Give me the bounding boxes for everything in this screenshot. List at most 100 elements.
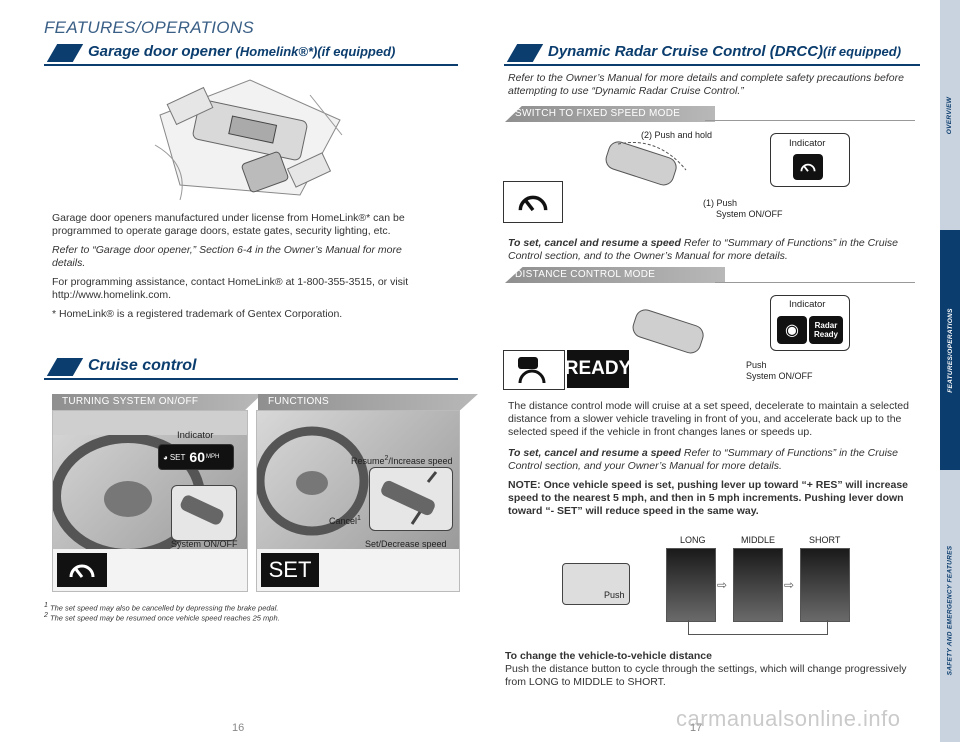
push1-sub-label: System ON/OFF [716, 209, 783, 219]
short-distance-tile [800, 548, 850, 622]
change-distance-title: To change the vehicle-to-vehicle distanc… [505, 650, 712, 662]
resume-sup: 2 [384, 455, 389, 462]
garage-paragraph-2: Refer to “Garage door opener,” Section 6… [52, 244, 402, 269]
long-label: LONG [680, 535, 706, 545]
radar-ready-line1: Radar [814, 321, 838, 330]
garage-title-accent [46, 44, 84, 62]
drcc-lever-distance [625, 304, 715, 364]
fixed-tab-rule [705, 120, 915, 121]
resume-label: Resume2/Increase speed [351, 455, 452, 466]
steering-wheel-photo [53, 411, 247, 549]
footnote-2-text: The set speed may be resumed once vehicl… [50, 613, 280, 623]
set-decrease-label: Set/Decrease speed [365, 539, 447, 549]
fixed-instructions: To set, cancel and resume a speed Refer … [508, 237, 918, 263]
sidebar-features-label: FEATURES/OPERATIONS [946, 307, 954, 393]
garage-rule [44, 64, 458, 66]
functions-frame: Resume2/Increase speed Cancel1 Set/Decre… [256, 410, 460, 592]
distance-instructions-bold: To set, cancel and resume a speed [508, 447, 681, 459]
drcc-rule [504, 64, 920, 66]
distance-instructions: To set, cancel and resume a speed Refer … [508, 447, 918, 473]
set-label-small: SET [169, 452, 186, 462]
speed-value: 60 [189, 449, 205, 465]
system-onoff-label: System ON/OFF [171, 539, 238, 549]
function-lever-closeup [369, 467, 453, 531]
page-number-right: 17 [690, 722, 703, 734]
footnote-2: 2 The set speed may be resumed once vehi… [44, 611, 280, 623]
arrow-long-to-middle-icon: ⇨ [717, 578, 728, 592]
cruise-rule [44, 378, 458, 380]
footnote-1-num: 1 [44, 602, 48, 609]
drcc-intro: Refer to the Owner’s Manual for more det… [508, 72, 904, 97]
watermark: carmanualsonline.info [676, 706, 901, 731]
indicator-label: Indicator [177, 430, 214, 441]
drcc-title-text: Dynamic Radar Cruise Control (DRCC) [548, 43, 824, 60]
fixed-indicator-box: Indicator [770, 133, 850, 187]
cruise-title: Cruise control [88, 357, 197, 374]
sidebar-item-features[interactable]: FEATURES/OPERATIONS [940, 230, 960, 470]
sidebar-item-overview[interactable]: OVERVIEW [940, 60, 960, 170]
distance-description: The distance control mode will cruise at… [508, 400, 909, 438]
short-label: SHORT [809, 535, 841, 545]
cruise-indicator-display: ◕ SET 60 MPH [158, 444, 234, 470]
fixed-instructions-rest: Refer to “Summary of Functions” in the C… [508, 237, 899, 262]
resume-text: Resume [351, 456, 385, 466]
radar-car-icon: ◉ [777, 316, 807, 344]
garage-text: Garage door openers manufactured under l… [52, 212, 432, 321]
middle-label: MIDDLE [741, 535, 776, 545]
push2-sub-label: System ON/OFF [746, 371, 813, 381]
fixed-indicator-icon [793, 154, 823, 180]
drcc-lever-fixed [598, 140, 688, 190]
cancel-text: Cancel [329, 516, 358, 526]
cruise-main-icon [57, 553, 107, 587]
tab-functions: FUNCTIONS [258, 394, 478, 410]
radar-cruise-icon [503, 350, 565, 390]
fixed-indicator-label: Indicator [789, 138, 826, 149]
cancel-label: Cancel1 [329, 515, 361, 526]
middle-distance-tile [733, 548, 783, 622]
sidebar-overview-label: OVERVIEW [946, 96, 954, 134]
sidebar-safety-label: SAFETY AND EMERGENCY FEATURES [946, 545, 954, 675]
push1-label: (1) Push [703, 198, 738, 208]
push2-label: Push [746, 360, 767, 370]
radar-ready-line2: Ready [813, 330, 838, 339]
fixed-instructions-bold: To set, cancel and resume a speed [508, 237, 681, 249]
ready-display: READY [565, 350, 631, 388]
distance-indicator-label: Indicator [789, 299, 826, 310]
drcc-subtitle: (if equipped) [823, 44, 902, 59]
tab-fixed-speed: SWITCH TO FIXED SPEED MODE [505, 106, 715, 122]
footnote-1-text: The set speed may also be cancelled by d… [50, 603, 279, 613]
turning-system-frame: Indicator ◕ SET 60 MPH System ON/OFF [52, 410, 248, 592]
garage-title: Garage door opener (Homelink®*)(if equip… [88, 43, 395, 60]
garage-subtitle: (Homelink®*)(if equipped) [235, 44, 396, 59]
cycle-return-arrow-icon [688, 620, 828, 635]
resume-rest: /Increase speed [388, 456, 453, 466]
long-distance-tile [666, 548, 716, 622]
distance-instructions-rest: Refer to “Summary of Functions” in the C… [508, 447, 899, 472]
sidebar-item-safety[interactable]: SAFETY AND EMERGENCY FEATURES [940, 520, 960, 700]
drcc-note: NOTE: Once vehicle speed is set, pushing… [508, 479, 908, 517]
radar-ready-badge: Radar Ready [809, 316, 843, 344]
arrow-middle-to-short-icon: ⇨ [784, 578, 795, 592]
garage-paragraph-3: For programming assistance, contact Home… [52, 276, 409, 301]
garage-paragraph-4: * HomeLink® is a registered trademark of… [52, 308, 343, 320]
tab-distance-control: DISTANCE CONTROL MODE [505, 267, 725, 283]
cancel-sup: 1 [357, 515, 361, 522]
homelink-illustration [150, 75, 346, 201]
cruise-indicator-icon: ◕ [163, 452, 168, 462]
distance-indicator-box: Indicator ◉ Radar Ready [770, 295, 850, 351]
cruise-lever-closeup [171, 485, 237, 541]
garage-title-text: Garage door opener [88, 43, 232, 60]
chapter-header: FEATURES/OPERATIONS [44, 18, 255, 37]
footnote-1: 1 The set speed may also be cancelled by… [44, 601, 278, 613]
tab-turning-system: TURNING SYSTEM ON/OFF [52, 394, 262, 410]
page-number-left: 16 [232, 722, 245, 734]
set-display-icon: SET [261, 553, 319, 587]
speed-unit: MPH [205, 454, 220, 460]
push3-label: Push [604, 590, 625, 600]
fixed-speed-icon [503, 181, 563, 223]
push-hold-label: (2) Push and hold [641, 130, 713, 140]
change-distance-block: To change the vehicle-to-vehicle distanc… [505, 650, 915, 689]
drcc-title-accent [506, 44, 544, 62]
distance-tab-rule [715, 282, 915, 283]
cruise-title-accent [46, 358, 84, 376]
